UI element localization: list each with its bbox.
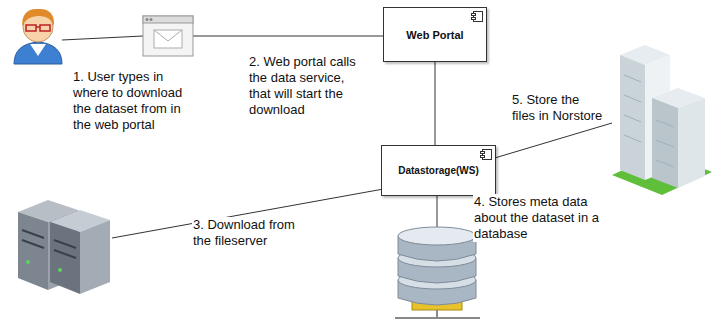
box-label: Web Portal bbox=[406, 29, 463, 41]
step-note: 5. Store the files in Norstore bbox=[511, 92, 605, 124]
step-note: 3. Download from the fileserver bbox=[192, 217, 302, 249]
component-symbol bbox=[480, 149, 492, 160]
browser-icon bbox=[143, 16, 193, 56]
box-label: Datastorage(WS) bbox=[398, 165, 479, 176]
component-box: Datastorage(WS) bbox=[381, 145, 496, 196]
component-symbol bbox=[471, 11, 483, 22]
server-icon bbox=[18, 200, 110, 294]
step-note: 2. Web portal calls the data service, th… bbox=[248, 54, 368, 118]
step-note: 4. Stores meta data about the dataset in… bbox=[473, 194, 623, 242]
building-icon bbox=[612, 45, 712, 195]
step-note: 1. User types in where to download the d… bbox=[72, 69, 192, 133]
connector bbox=[435, 62, 436, 145]
component-box: Web Portal bbox=[383, 7, 487, 62]
database-icon bbox=[395, 227, 480, 318]
user-icon bbox=[14, 9, 62, 64]
